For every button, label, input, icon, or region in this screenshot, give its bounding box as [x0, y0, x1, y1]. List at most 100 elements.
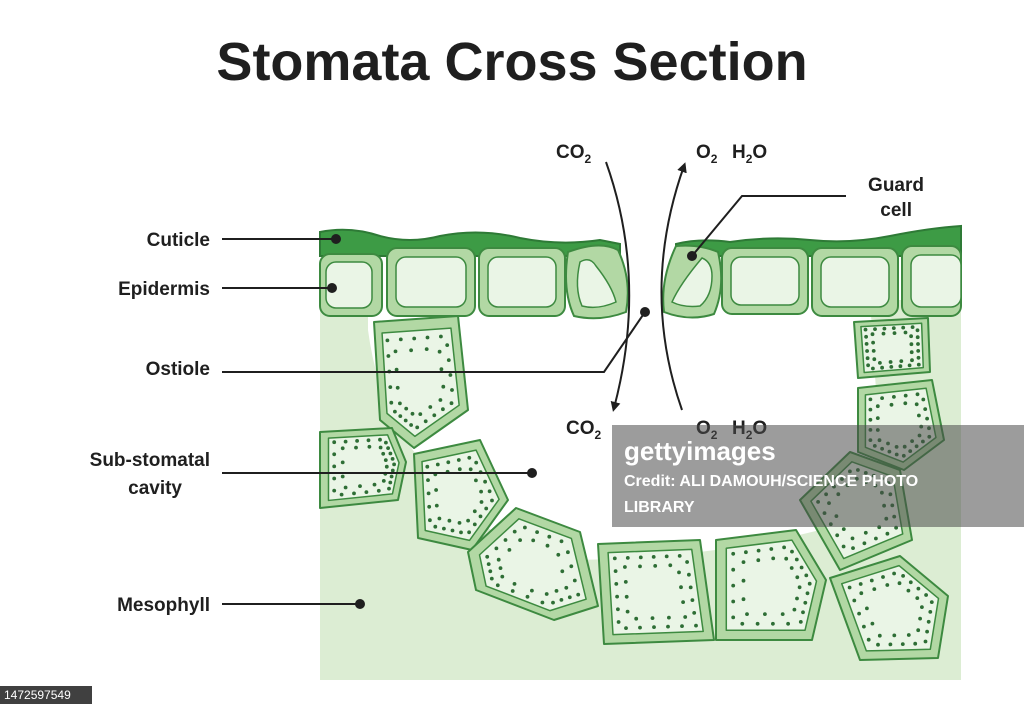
chloroplast-dot — [450, 528, 455, 533]
chloroplast-dot — [755, 621, 760, 626]
chloroplast-dot — [434, 503, 439, 508]
chloroplast-dot — [731, 615, 736, 620]
chloroplast-dot — [906, 588, 911, 593]
chloroplast-dot — [863, 327, 868, 332]
chloroplast-dot — [423, 419, 428, 424]
chloroplast-dot — [771, 556, 776, 561]
chloroplast-dot — [612, 556, 617, 561]
chloroplast-dot — [914, 402, 919, 407]
chloroplast-dot — [472, 509, 477, 514]
chloroplast-dot — [916, 362, 921, 367]
chloroplast-dot — [435, 462, 440, 467]
chloroplast-dot — [409, 348, 413, 353]
chloroplast-dot — [340, 446, 345, 451]
chloroplast-dot — [518, 538, 522, 542]
chloroplast-dot — [390, 457, 395, 461]
chloroplast-dot — [679, 585, 683, 590]
label-mesophyll: Mesophyll — [117, 595, 210, 616]
chloroplast-dot — [744, 550, 748, 555]
chloroplast-dot — [484, 506, 489, 511]
chloroplast-dot — [409, 423, 413, 427]
chloroplast-dot — [376, 488, 381, 493]
watermark-box — [612, 425, 1024, 527]
chloroplast-dot — [446, 358, 451, 362]
chloroplast-dot — [882, 326, 887, 331]
chloroplast-dot — [741, 578, 746, 583]
chloroplast-dot — [474, 478, 478, 483]
chloroplast-dot — [634, 616, 639, 621]
chloroplast-dot — [910, 358, 914, 363]
chloroplast-dot — [472, 522, 477, 527]
mesophyll-cell-10-interior — [860, 322, 924, 374]
chloroplast-dot — [468, 467, 473, 472]
chloroplast-dot — [358, 484, 362, 488]
chloroplast-dot — [551, 600, 555, 605]
watermark-credit-1: Credit: ALI DAMOUH/SCIENCE PHOTO — [624, 473, 918, 490]
diagram-title: Stomata Cross Section — [216, 32, 807, 92]
chloroplast-dot — [909, 342, 914, 347]
chloroplast-dot — [863, 530, 868, 535]
chloroplast-dot — [807, 581, 812, 586]
chloroplast-dot — [381, 479, 386, 483]
chloroplast-dot — [425, 464, 430, 469]
chloroplast-dot — [426, 491, 431, 496]
chloroplast-dot — [915, 328, 920, 333]
chloroplast-dot — [624, 594, 629, 599]
chloroplast-dot — [425, 335, 430, 340]
chloroplast-dot — [804, 573, 809, 578]
chloroplast-dot — [485, 554, 490, 559]
chloroplast-dot — [740, 621, 745, 626]
chloroplast-dot — [432, 413, 437, 418]
mesophyll-cell-6-interior — [725, 539, 818, 632]
chloroplast-dot — [892, 633, 897, 638]
chloroplast-dot — [352, 491, 356, 496]
chloroplast-dot — [441, 384, 446, 389]
chloroplast-dot — [447, 518, 452, 523]
chloroplast-dot — [650, 616, 655, 620]
chloroplast-dot — [901, 574, 905, 578]
epidermis-cells-right — [721, 245, 962, 317]
mesophyll-cell-2-interior — [327, 434, 400, 502]
chloroplast-dot — [613, 569, 618, 573]
chloroplast-dot — [530, 588, 534, 593]
chloroplast-dot — [474, 460, 479, 465]
chloroplast-dot — [866, 363, 870, 368]
chloroplast-dot — [456, 458, 461, 462]
chloroplast-dot — [872, 587, 877, 591]
watermark-brand: gettyimages — [624, 436, 776, 466]
chloroplast-dot — [876, 642, 880, 647]
chloroplast-dot — [866, 637, 871, 642]
chloroplast-dot — [763, 612, 767, 616]
label-sub-stomatal-1: Sub-stomatal — [90, 450, 210, 471]
chloroplast-dot — [677, 554, 682, 558]
chloroplast-dot — [512, 582, 517, 586]
chloroplast-dot — [745, 612, 749, 616]
chloroplast-dot — [880, 396, 884, 400]
chloroplast-dot — [782, 545, 786, 550]
chloroplast-dot — [909, 334, 913, 339]
chloroplast-dot — [433, 524, 438, 529]
stock-id-badge — [0, 686, 92, 704]
chloroplast-dot — [623, 580, 628, 584]
chloroplast-dot — [915, 596, 920, 600]
chloroplast-dot — [567, 595, 572, 600]
chloroplast-dot — [792, 607, 797, 612]
chloroplast-dot — [900, 642, 905, 646]
chloroplast-dot — [616, 607, 620, 612]
chloroplast-dot — [566, 550, 570, 555]
chloroplast-dot — [889, 402, 894, 407]
chloroplast-dot — [888, 642, 893, 647]
chloroplast-dot — [450, 388, 454, 392]
o2-h2o-outflow-arrow — [660, 162, 687, 411]
chloroplast-dot — [798, 620, 803, 624]
chloroplast-dot — [928, 610, 933, 614]
chloroplast-dot — [404, 406, 409, 411]
chloroplast-dot — [878, 361, 882, 365]
chloroplast-dot — [910, 325, 915, 329]
chloroplast-dot — [403, 418, 408, 423]
chloroplast-dot — [864, 334, 868, 339]
chloroplast-dot — [891, 326, 896, 330]
guard-cell-left-interior — [576, 259, 617, 309]
chloroplast-dot — [681, 600, 685, 604]
chloroplast-dot — [925, 416, 929, 421]
